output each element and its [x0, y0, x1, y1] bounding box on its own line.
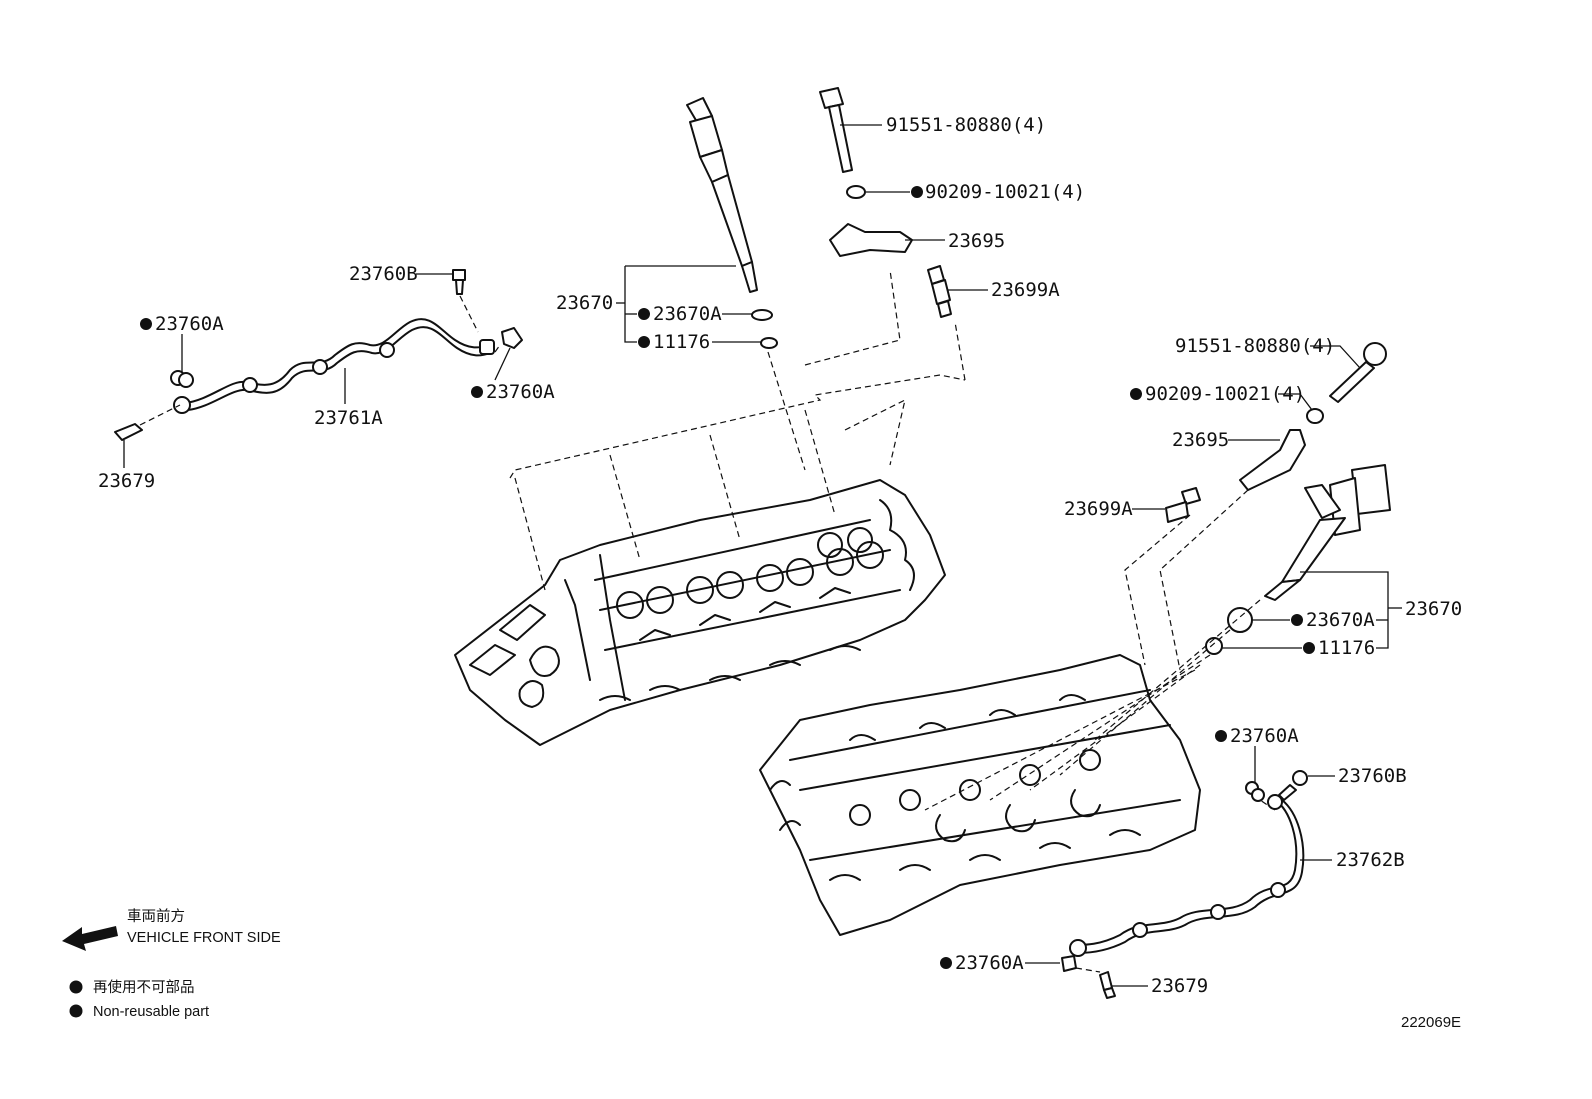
- label-23670-right: 23670: [1405, 598, 1462, 620]
- label-23760b-left: 23760B: [349, 263, 418, 285]
- injector-left: [686, 97, 758, 293]
- label-90209-right: 90209-10021(4): [1145, 383, 1305, 405]
- sensor-23699a-right: [1165, 487, 1201, 523]
- legend-nonreusable-en: Non-reusable part: [93, 1004, 209, 1020]
- seal-11176-right: [1205, 637, 1223, 655]
- bolt-23760b-right: [1278, 770, 1308, 801]
- nonreusable-dot-icon: [69, 980, 83, 994]
- injector-right: [1264, 464, 1391, 601]
- label-23695-top: 23695: [948, 230, 1005, 252]
- cylinder-head-right: [759, 654, 1201, 936]
- label-23762b: 23762B: [1336, 849, 1405, 871]
- diagram-code: 222069E: [1401, 1014, 1461, 1031]
- label-23670a-right: 23670A: [1306, 609, 1375, 631]
- bolt-23760b-left: [452, 269, 466, 295]
- nonreusable-dot-icon: [69, 1004, 83, 1018]
- legend-front-jp: 車両前方: [127, 908, 185, 925]
- label-23679-right: 23679: [1151, 975, 1208, 997]
- fitting-23760a-left2: [501, 327, 523, 349]
- cylinder-head-left: [454, 479, 946, 746]
- legend: 車両前方 VEHICLE FRONT SIDE 再使用不可部品 Non-reus…: [62, 908, 281, 1020]
- label-23760b-right: 23760B: [1338, 765, 1407, 787]
- seal-23670a-right: [1227, 607, 1253, 633]
- label-23670a-top: 23670A: [653, 303, 722, 325]
- legend-nonreusable-jp: 再使用不可部品: [93, 979, 195, 996]
- front-arrow-icon: [62, 926, 118, 951]
- fitting-23760a-left1: [170, 370, 194, 388]
- legend-front-en: VEHICLE FRONT SIDE: [127, 930, 281, 946]
- washer-90209-top: [846, 185, 866, 199]
- label-11176-top: 11176: [653, 331, 710, 353]
- pipe-23761a: [184, 318, 489, 404]
- sensor-23679-left: [114, 423, 143, 441]
- nonreusable-markers: [140, 186, 1315, 969]
- label-11176-right: 11176: [1318, 637, 1375, 659]
- label-90209-top: 90209-10021(4): [925, 181, 1085, 203]
- seal-23670a-left: [751, 309, 773, 321]
- label-91551-right: 91551-80880(4): [1175, 335, 1335, 357]
- seal-11176-left: [760, 337, 778, 349]
- label-91551-top: 91551-80880(4): [886, 114, 1046, 136]
- clamp-23695-right: [1239, 429, 1306, 491]
- pipe-clamps-right: [1069, 794, 1286, 957]
- label-23670-top: 23670: [556, 292, 613, 314]
- label-23760a-right1: 23760A: [1230, 725, 1299, 747]
- label-23760a-right2: 23760A: [955, 952, 1024, 974]
- label-23699a-top: 23699A: [991, 279, 1060, 301]
- sensor-23679-right: [1099, 971, 1116, 999]
- label-23699a-right: 23699A: [1064, 498, 1133, 520]
- fitting-23760a-right2: [1061, 955, 1077, 972]
- label-23760a-left1: 23760A: [155, 313, 224, 335]
- assembly-guides: [139, 269, 1276, 973]
- label-23679-left: 23679: [98, 470, 155, 492]
- leader-lines: [123, 124, 1402, 987]
- washer-90209-right: [1306, 408, 1324, 424]
- label-23695-right: 23695: [1172, 429, 1229, 451]
- bolt-91551-right: [1329, 342, 1387, 403]
- pipe-clamps-left: [173, 339, 495, 414]
- label-23760a-left2: 23760A: [486, 381, 555, 403]
- fitting-23760a-right1: [1245, 781, 1265, 802]
- label-23761a: 23761A: [314, 407, 383, 429]
- sensor-23699a-top: [927, 265, 952, 318]
- bolt-91551-top: [819, 87, 853, 173]
- clamp-23695-top: [829, 223, 913, 257]
